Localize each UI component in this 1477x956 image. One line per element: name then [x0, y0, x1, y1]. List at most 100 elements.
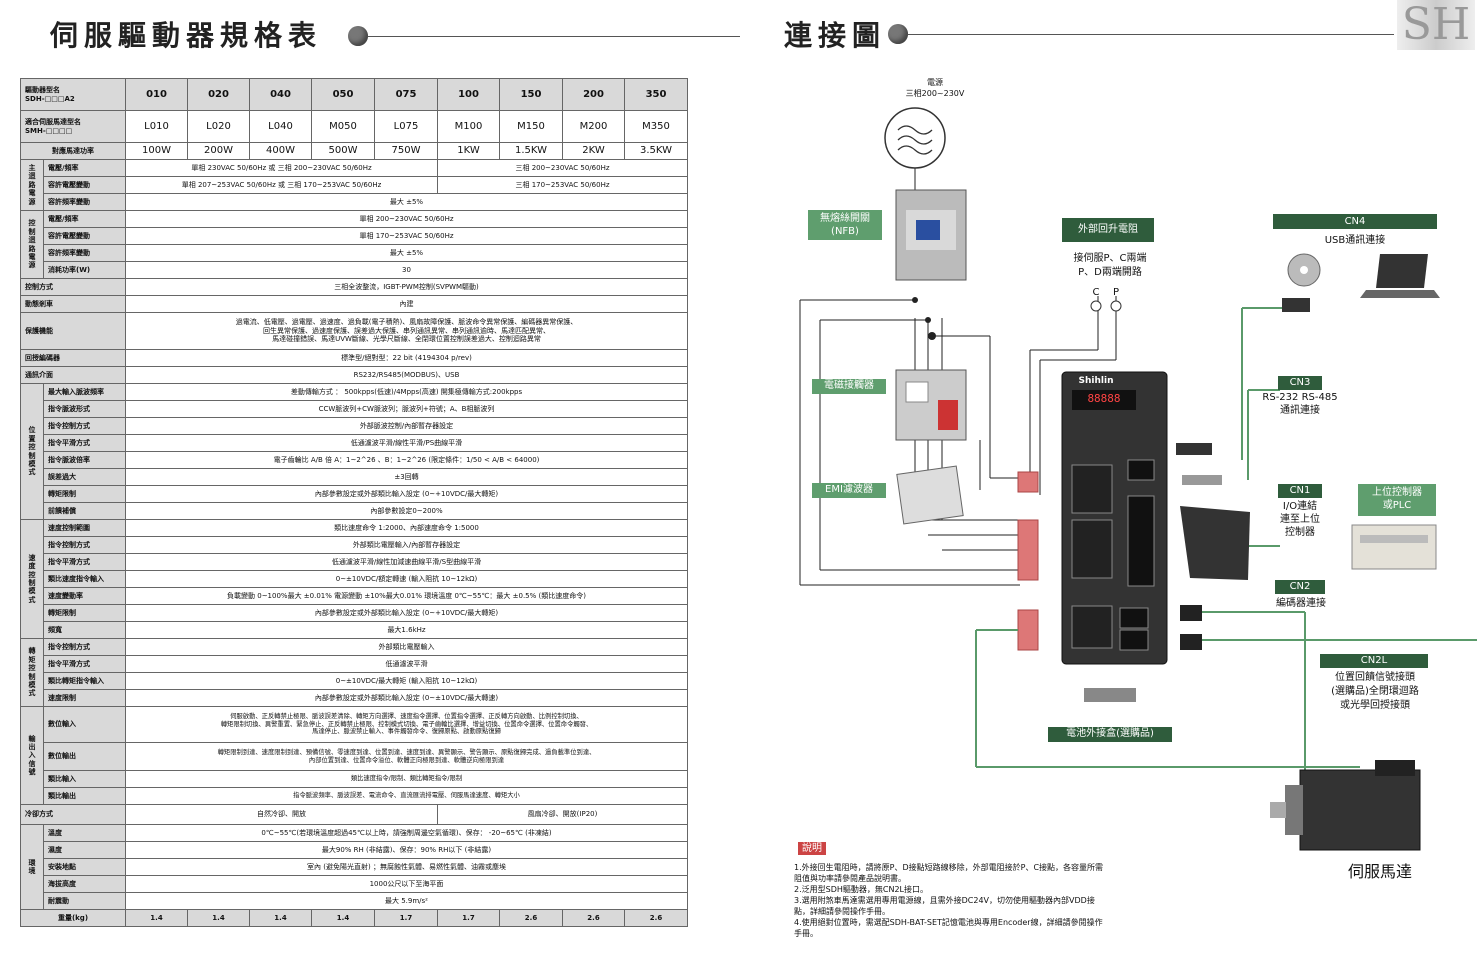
motor-power-value: 1KW	[437, 142, 500, 160]
regen-title: 外部回升電阻	[1062, 218, 1154, 242]
regen-desc: 接伺服P、C兩端 P、D兩端開路	[1073, 253, 1147, 278]
drive-model-label: 驅動器型名 SDH-□□□A2	[20, 78, 126, 111]
motor-power-value: 3.5KW	[624, 142, 688, 160]
group-label: 主 迴 路 電 源	[20, 159, 44, 211]
spec-value: 標準型/絕對型：22 bit (4194304 p/rev)	[125, 349, 688, 367]
spec-label: 溫度	[43, 824, 126, 842]
spec-label: 電壓/頻率	[43, 159, 126, 177]
spec-label: 誤差過大	[43, 468, 126, 486]
spec-value: 最大 5.9m/s²	[125, 892, 688, 910]
spec-label: 速度變動率	[43, 587, 126, 605]
spec-value: 伺服啟動、正反轉禁止極限、脈波誤差清除、轉矩方向選擇、速度指令選擇、位置指令選擇…	[125, 706, 688, 743]
weight-value: 2.6	[562, 909, 625, 927]
title-divider	[368, 36, 740, 37]
cn4-header: CN4	[1273, 214, 1437, 229]
spec-value: 低通濾波平滑/線性平滑/PS曲線平滑	[125, 434, 688, 452]
spec-label: 容許頻率變動	[43, 244, 126, 262]
spec-label: 安裝地點	[43, 858, 126, 876]
spec-label: 容許電壓變動	[43, 227, 126, 245]
motor-power-value: 400W	[249, 142, 312, 160]
spec-value: 類比速度指令/限制、類比轉矩指令/限制	[125, 770, 688, 788]
weight-value: 1.4	[187, 909, 250, 927]
spec-label: 海拔高度	[43, 875, 126, 893]
terminal-c-label: C	[1092, 287, 1100, 298]
spec-label: 速度限制	[43, 689, 126, 707]
notes-title: 說明	[798, 842, 826, 855]
spec-label: 指令控制方式	[43, 536, 126, 554]
cooling-value: 自然冷卻、開放	[125, 804, 438, 825]
servo-drive-icon	[1061, 371, 1168, 665]
title-divider	[908, 34, 1394, 35]
group-label: 控 制 迴 路 電 源	[20, 210, 44, 279]
spec-value: 內部參數設定或外部類比輸入設定 (0~±10VDC/最大轉速)	[125, 689, 688, 707]
cn1-desc: I/O連結 連至上位 控制器	[1280, 501, 1320, 538]
cn2-plug-icon	[1180, 605, 1202, 621]
spec-label: 轉矩限制	[43, 485, 126, 503]
motor-power-value: 2KW	[562, 142, 625, 160]
spec-value: 內建	[125, 295, 688, 313]
spec-value: 室內 (避免陽光直射) ；無腐蝕性氣體、易燃性氣體、油霧或塵埃	[125, 858, 688, 876]
spec-value: 轉矩限制到達、速度限制到達、預備信號、零速度到達、位置到達、速度到達、異警顯示、…	[125, 742, 688, 771]
spec-label: 通訊介面	[20, 366, 126, 384]
spec-value: 三相 200~230VAC 50/60Hz	[437, 159, 688, 177]
spec-value: 0~±10VDC/最大轉矩 (輸入阻抗 10~12kΩ)	[125, 672, 688, 690]
spec-label: 容許電壓變動	[43, 176, 126, 194]
group-label: 轉 矩 控 制 模 式	[20, 638, 44, 707]
spec-label: 數位輸出	[43, 742, 126, 771]
spec-value: 指令脈波頻率、脈波誤差、電流命令、直流匯流排電壓、伺服馬達速度、轉矩大小	[125, 787, 688, 805]
spec-table-title: 伺服驅動器規格表	[50, 19, 323, 52]
cn4-desc: USB通訊連接	[1324, 235, 1386, 246]
battery-box-icon	[1084, 688, 1136, 702]
motor-model-value: L010	[125, 110, 188, 143]
spec-label: 回授編碼器	[20, 349, 126, 367]
spec-value: 最大1.6kHz	[125, 621, 688, 639]
spec-value: CCW脈波列+CW脈波列；脈波列+符號；A、B相脈波列	[125, 400, 688, 418]
spec-label: 動態剎車	[20, 295, 126, 313]
diagram-title: 連接圖	[784, 19, 887, 52]
motor-power-value: 500W	[311, 142, 375, 160]
spec-value: 低通濾波平滑/線性加減速曲線平滑/S型曲線平滑	[125, 553, 688, 571]
motor-model-value: L040	[249, 110, 312, 143]
spec-value: 外部類比電壓輸入	[125, 638, 688, 656]
spec-label: 轉矩限制	[43, 604, 126, 622]
spec-label: 保護機能	[20, 312, 126, 350]
spec-label: 類比輸入	[43, 770, 126, 788]
power-source-icon	[884, 107, 946, 169]
drive-model-value: 350	[624, 78, 688, 111]
plc-label: 上位控制器 或PLC	[1358, 484, 1436, 516]
motor-model-value: M200	[562, 110, 625, 143]
cooling-label: 冷卻方式	[20, 804, 126, 825]
note-item: 2.泛用型SDH驅動器，無CN2L接口。	[794, 885, 929, 894]
drive-model-value: 040	[249, 78, 312, 111]
nfb-label: 無熔絲開關 (NFB)	[808, 210, 882, 240]
motor-power-value: 750W	[374, 142, 438, 160]
spec-label: 指令控制方式	[43, 417, 126, 435]
spec-value: 類比速度命令 1:2000、內部速度命令 1:5000	[125, 519, 688, 537]
rs-plug-icon	[1182, 475, 1222, 485]
brand-logo: SH	[1397, 0, 1475, 50]
spec-value: 單相 200~230VAC 50/60Hz	[125, 210, 688, 228]
drive-model-value: 050	[311, 78, 375, 111]
spec-label: 濕度	[43, 841, 126, 859]
spec-label: 速度控制範圍	[43, 519, 126, 537]
spec-value: 電子齒輪比 A/B 倍 A：1~2^26 、B：1~2^26 (限定條件：1/5…	[125, 451, 688, 469]
note-item: 4.使用絕對位置時，需選配SDH-BAT-SET記憶電池與專用Encoder線，…	[794, 918, 1103, 938]
weight-value: 1.7	[374, 909, 438, 927]
group-label: 輸 出 入 信 號	[20, 706, 44, 805]
cn2-desc: 編碼器連接	[1276, 598, 1326, 609]
spec-value: 內部參數設定或外部類比輸入設定 (0~+10VDC/最大轉矩)	[125, 485, 688, 503]
emi-label: EMI濾波器	[812, 483, 886, 498]
spec-value: 三相 170~253VAC 50/60Hz	[437, 176, 688, 194]
weight-value: 2.6	[624, 909, 688, 927]
cn2-header: CN2	[1275, 580, 1325, 594]
motor-label: 伺服馬達	[1347, 862, 1412, 881]
spec-value: 單相 170~253VAC 50/60Hz	[125, 227, 688, 245]
weight-value: 1.4	[311, 909, 375, 927]
spec-label: 電壓/頻率	[43, 210, 126, 228]
contactor-label: 電磁接觸器	[812, 379, 886, 394]
rs-plug-icon	[1176, 443, 1212, 455]
spec-value: 最大 ±5%	[125, 193, 688, 211]
cn2l-header: CN2L	[1320, 654, 1428, 668]
spec-value: 低通濾波平滑	[125, 655, 688, 673]
title-bullet-icon	[348, 26, 368, 46]
